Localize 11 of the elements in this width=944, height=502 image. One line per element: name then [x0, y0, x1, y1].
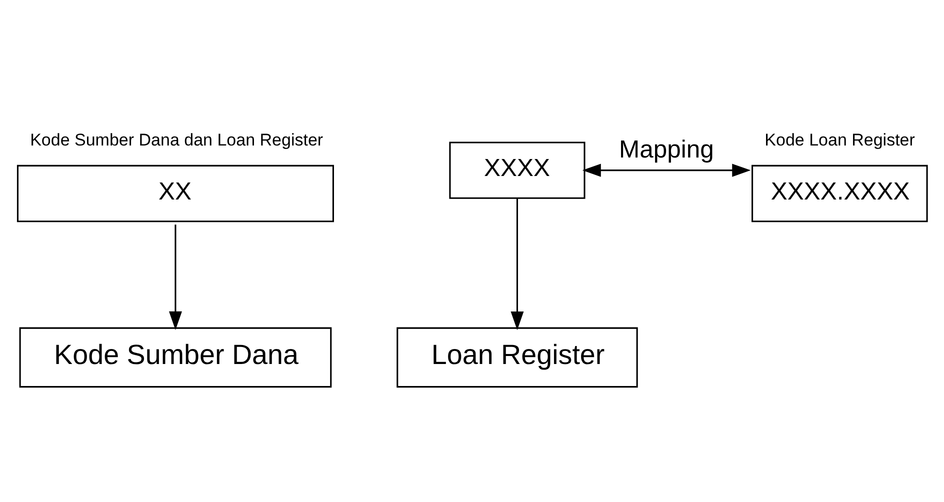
edge-label: Mapping	[619, 136, 714, 164]
node-label: Kode Loan Register	[764, 130, 915, 149]
node-label: Kode Sumber Dana dan Loan Register	[30, 130, 324, 149]
node-box: XXXX	[449, 141, 586, 198]
arrow	[168, 224, 182, 330]
arrow	[582, 163, 751, 176]
node-box: Kode Sumber Dana	[19, 326, 332, 388]
node-box: XX	[16, 164, 334, 222]
node-box: Loan Register	[396, 326, 638, 388]
node-box: XXXX.XXXX	[752, 164, 928, 222]
arrow	[510, 198, 524, 330]
